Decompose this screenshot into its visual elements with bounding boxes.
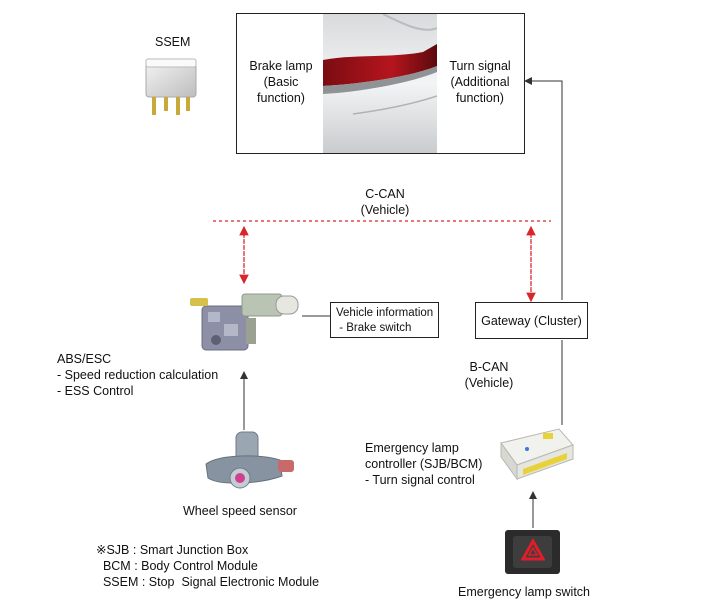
hazard-triangle-icon <box>521 539 545 561</box>
legend-line: SSEM : Stop Signal Electronic Module <box>96 575 320 589</box>
gateway-box: Gateway (Cluster) <box>475 302 588 339</box>
abs-esc-label: ABS/ESC - Speed reduction calculation - … <box>57 352 219 398</box>
vehicle-info-box: Vehicle information - Brake switch <box>330 302 439 338</box>
c-can-label: C-CAN (Vehicle) <box>360 187 410 217</box>
wheel-speed-sensor-image <box>205 431 294 489</box>
tail-lamp-image <box>323 14 437 153</box>
wheel-speed-sensor-label: Wheel speed sensor <box>183 504 297 518</box>
turn-signal-label: Turn signal (Additional function) <box>449 59 511 105</box>
gateway-to-turn-signal-line <box>524 77 563 300</box>
abs-esc-unit-image <box>190 293 299 351</box>
emergency-lamp-switch-label: Emergency lamp switch <box>458 585 590 599</box>
brake-lamp-label: Brake lamp (Basic function) <box>249 59 313 105</box>
lamp-output-box: Brake lamp (Basic function) Turn signal … <box>236 13 525 154</box>
b-can-label: B-CAN (Vehicle) <box>464 360 514 390</box>
emergency-lamp-switch <box>505 530 560 574</box>
ssem-label: SSEM <box>155 35 191 49</box>
legend: ※SJB : Smart Junction Box BCM : Body Con… <box>96 542 319 590</box>
legend-line: ※SJB : Smart Junction Box <box>96 543 249 557</box>
emergency-controller-label: Emergency lamp controller (SJB/BCM) - Tu… <box>365 441 483 487</box>
ssem-relay-image <box>145 58 197 115</box>
sjb-bcm-controller-image <box>500 428 574 481</box>
legend-line: BCM : Body Control Module <box>96 559 258 573</box>
